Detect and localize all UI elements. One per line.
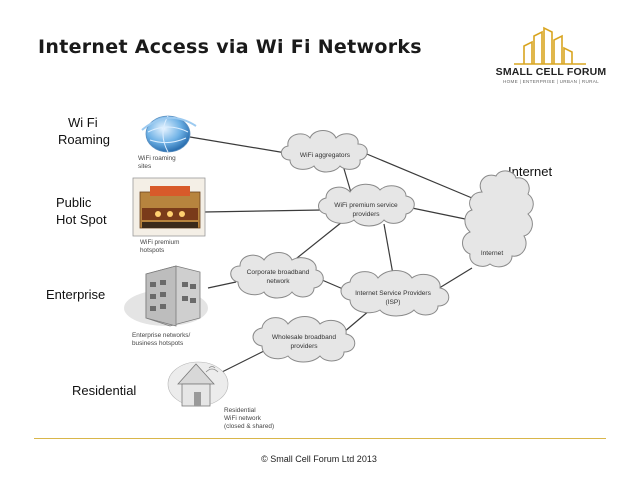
node-wholesale-line2: providers (290, 343, 318, 350)
caption-enterprise-line2: business hotspots (132, 340, 183, 347)
caption-roaming-line2: sites (138, 163, 151, 170)
cloud-wifi-premium-providers (318, 183, 415, 227)
caption-residential-line3: (closed & shared) (224, 423, 274, 430)
caption-roaming-line1: WiFi roaming (138, 155, 176, 162)
link-residential-wholesale (217, 347, 271, 375)
link-premium-internet (411, 207, 471, 221)
link-hotspot-premium (203, 209, 323, 213)
node-premium-line2: providers (352, 211, 380, 218)
cloud-internet (462, 170, 534, 268)
node-internet-cloud: Internet (481, 250, 504, 257)
slide-title: Internet Access via Wi Fi Networks (38, 36, 422, 58)
label-public-line2: Hot Spot (56, 212, 107, 227)
link-premium-corporate (291, 221, 343, 263)
node-wifi-aggregators: WiFi aggregators (300, 152, 351, 159)
footer-copyright: © Small Cell Forum Ltd 2013 (261, 454, 377, 464)
link-roaming-aggregators (189, 136, 287, 154)
small-cell-forum-logo: SMALL CELL FORUM HOME | ENTERPRISE | URB… (486, 26, 616, 92)
node-isp-line2: (ISP) (385, 299, 400, 306)
logo-name: SMALL CELL FORUM (495, 66, 607, 78)
label-wifi-roaming-line1: Wi Fi (68, 115, 98, 130)
label-public-hotspot: Public Hot Spot (56, 194, 107, 228)
label-public-line1: Public (56, 195, 92, 210)
caption-residential-line1: Residential (224, 407, 256, 414)
storefront-icon (132, 177, 206, 237)
cloud-isp (340, 270, 450, 317)
logo-tagline: HOME | ENTERPRISE | URBAN | RURAL (503, 79, 599, 84)
label-enterprise: Enterprise (46, 287, 106, 302)
node-isp-line1: Internet Service Providers (355, 290, 432, 297)
label-wifi-roaming: Wi Fi Roaming (58, 114, 110, 148)
link-wholesale-isp (343, 309, 371, 333)
house-icon (167, 361, 229, 407)
skyline-icon (514, 26, 586, 65)
cloud-wifi-aggregators (281, 130, 368, 173)
node-wholesale-line1: Wholesale broadband (272, 334, 336, 341)
caption-residential-line2: WiFi network (224, 415, 262, 422)
footer-rule (34, 438, 606, 439)
node-corporate-line2: network (266, 278, 290, 285)
caption-hotspot-line2: hotspots (140, 247, 164, 254)
link-enterprise-corporate (207, 281, 237, 289)
cloud-wholesale-broadband (252, 316, 356, 363)
caption-hotspot-line1: WiFi premium (140, 239, 179, 246)
globe-icon (141, 115, 197, 153)
link-isp-internet (435, 267, 473, 291)
cloud-corporate-broadband (230, 252, 324, 299)
node-corporate-line1: Corporate broadband (247, 269, 310, 276)
node-premium-line1: WiFi premium service (334, 202, 398, 209)
label-residential: Residential (72, 383, 137, 398)
label-internet: Internet (508, 164, 553, 179)
caption-enterprise-line1: Enterprise networks/ (132, 332, 190, 339)
office-building-icon (124, 265, 208, 327)
link-aggregators-internet (361, 151, 473, 199)
label-wifi-roaming-line2: Roaming (58, 132, 111, 147)
